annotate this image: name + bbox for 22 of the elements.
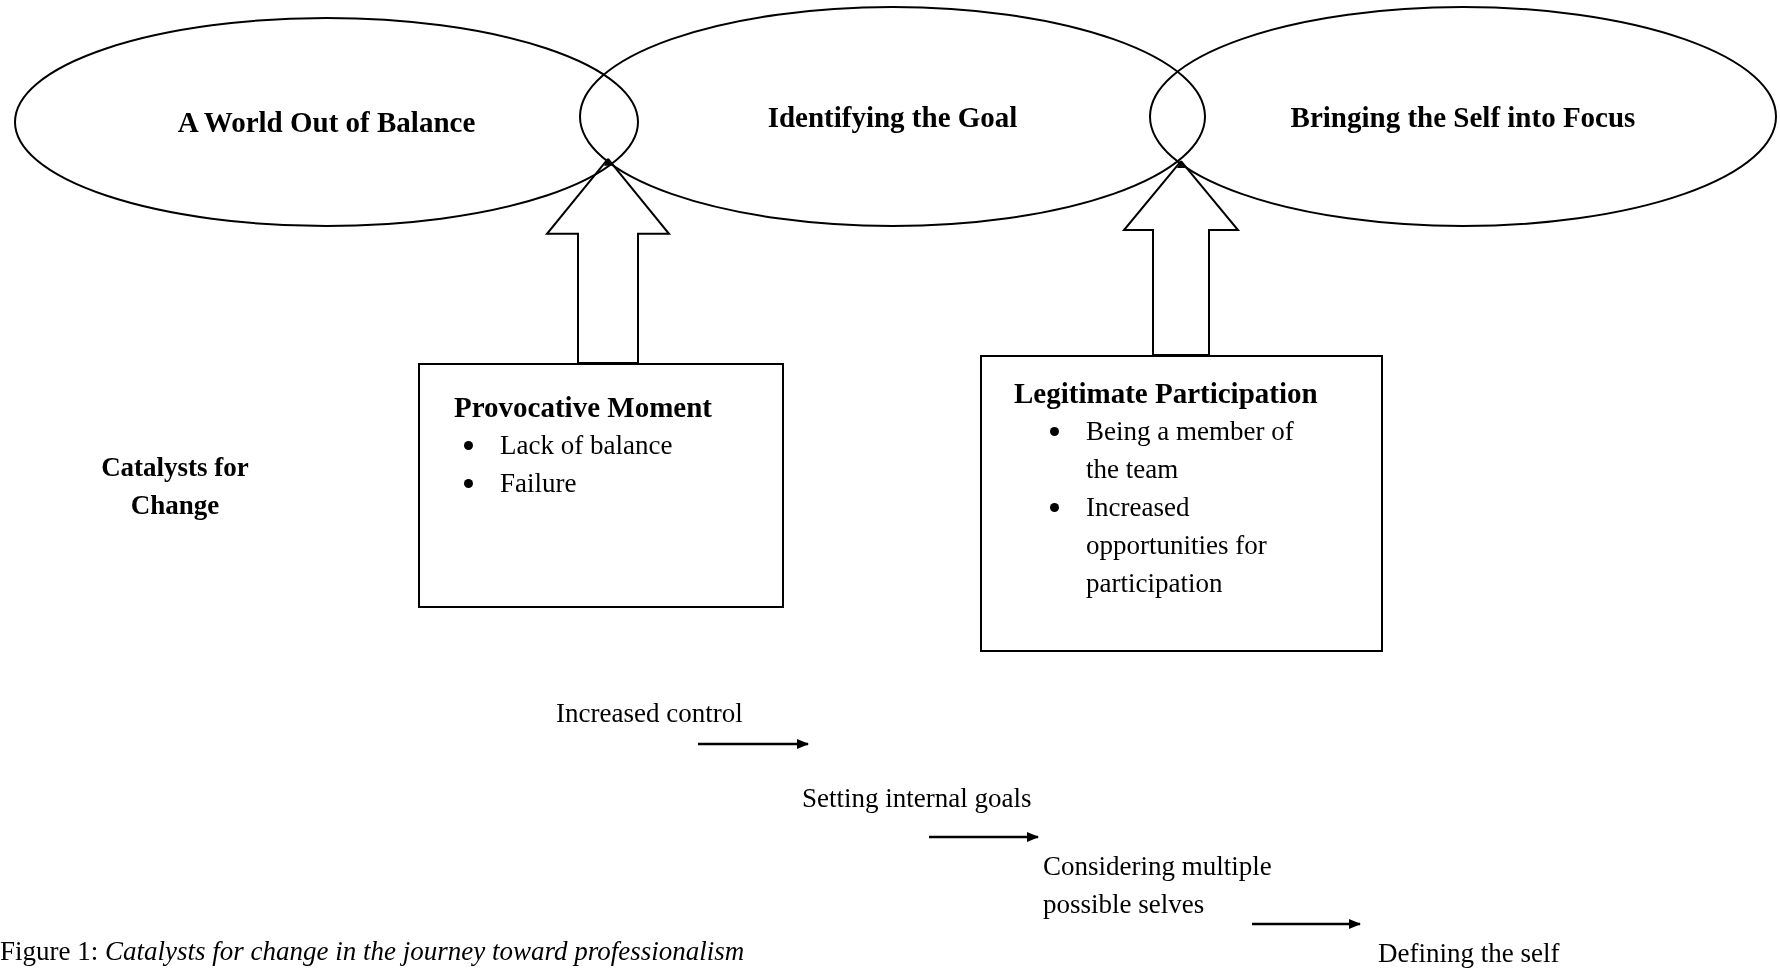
arrow <box>1252 919 1362 929</box>
step-text: Setting internal goals <box>802 779 1092 817</box>
bullet-text: Increased opportunities for participation <box>1086 492 1267 598</box>
block-arrow <box>544 157 672 364</box>
bullet-text: Failure <box>500 468 577 498</box>
box-heading: Legitimate Participation <box>1014 377 1319 410</box>
side-label: Catalysts for Change <box>100 451 250 522</box>
bullet-text: Being a member of the team <box>1086 416 1294 484</box>
box-heading: Provocative Moment <box>454 391 713 424</box>
bullet-text: Lack of balance <box>500 430 673 460</box>
figure-caption: Figure 1: Catalysts for change in the journey toward professionalism <box>0 935 745 968</box>
block-arrow <box>1121 160 1241 356</box>
catalyst-box <box>980 355 1383 652</box>
catalyst-box <box>418 363 784 608</box>
step-text: Defining the self <box>1378 934 1618 971</box>
stage-title: A World Out of Balance <box>176 105 477 139</box>
stage-title: Identifying the Goal <box>766 100 1019 133</box>
step-text: Increased control <box>556 694 796 732</box>
arrow <box>929 832 1040 842</box>
stage-title: Bringing the Self into Focus <box>1289 100 1637 133</box>
step-text: Considering multiple possible selves <box>1043 847 1333 923</box>
arrow <box>698 739 810 749</box>
